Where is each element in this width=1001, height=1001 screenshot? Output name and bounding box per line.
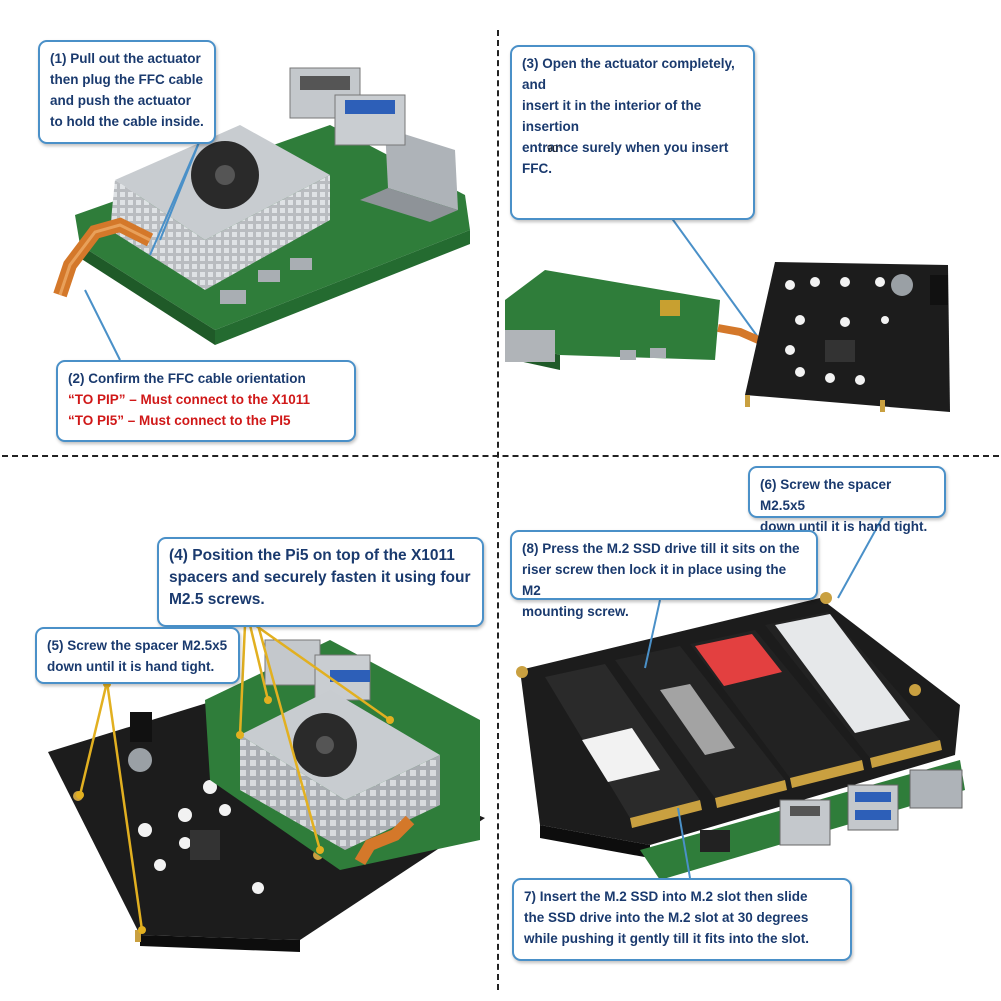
pi5-board-panel3 bbox=[505, 270, 720, 370]
step-1-line-4: to hold the cable inside. bbox=[50, 114, 204, 129]
pointer-line bbox=[149, 139, 201, 256]
step-5-line-1: (5) Screw the spacer M2.5x5 bbox=[47, 638, 228, 653]
callout-step-8: (8) Press the M.2 SSD drive till it sits… bbox=[510, 530, 818, 619]
callout-step-4: (4) Position the Pi5 on top of the X1011… bbox=[157, 537, 484, 627]
x1011-board-panel5 bbox=[48, 702, 485, 952]
step-1-line-1: (1) Pull out the actuator bbox=[50, 51, 201, 66]
step-6-line-1: (6) Screw the spacer M2.5x5 bbox=[760, 477, 892, 513]
step-7-line-2: the SSD drive into the M.2 slot at 30 de… bbox=[524, 910, 809, 925]
step-4-line-2: spacers and securely fasten it using fou… bbox=[169, 569, 471, 586]
step-2-line-2: “TO PIP” – Must connect to the X1011 bbox=[68, 392, 311, 407]
pi5-board-panel1 bbox=[53, 67, 470, 345]
ssd-drive-4 bbox=[765, 612, 942, 768]
pointer-line bbox=[677, 807, 691, 879]
callout-step-7: 7) Insert the M.2 SSD into M.2 slot then… bbox=[512, 878, 852, 961]
step-5-line-2: down until it is hand tight. bbox=[47, 659, 215, 674]
step-3-line-3: entrance surely when you insert FFC. bbox=[522, 140, 729, 176]
callout-step-6: (6) Screw the spacer M2.5x5 down until i… bbox=[748, 466, 946, 534]
step-4-line-3: M2.5 screws. bbox=[169, 591, 265, 608]
step-8-line-1: (8) Press the M.2 SSD drive till it sits… bbox=[522, 541, 800, 556]
pointer-line bbox=[84, 289, 121, 361]
step-8-line-3: mounting screw. bbox=[522, 604, 629, 619]
step-1-line-2: then plug the FFC cable bbox=[50, 72, 204, 87]
pi5-board-panel4 bbox=[205, 639, 480, 870]
callout-step-3: (3) Open the actuator completely, and in… bbox=[510, 45, 755, 220]
step-7-line-1: 7) Insert the M.2 SSD into M.2 slot then… bbox=[524, 889, 808, 904]
step-3-line-1: (3) Open the actuator completely, and bbox=[522, 56, 735, 92]
pointer-lines-step5 bbox=[78, 681, 144, 931]
step-7-line-3: while pushing it gently till it fits int… bbox=[524, 931, 809, 946]
callout-step-1: (1) Pull out the actuator then plug the … bbox=[38, 40, 216, 144]
callout-step-5: (5) Screw the spacer M2.5x5 down until i… bbox=[35, 627, 240, 684]
pi5-ports-panel6 bbox=[640, 760, 965, 880]
callout-step-2: (2) Confirm the FFC cable orientation “T… bbox=[56, 360, 356, 442]
step-3-line-2: insert it in the interior of the inserti… bbox=[522, 98, 702, 134]
x1011-board-panel3 bbox=[745, 262, 950, 412]
ssd-drive-2 bbox=[615, 646, 787, 808]
vertical-divider bbox=[497, 30, 499, 990]
horizontal-divider bbox=[2, 455, 999, 457]
step-1-line-3: and push the actuator bbox=[50, 93, 192, 108]
step-8-line-2: riser screw then lock it in place using … bbox=[522, 562, 787, 598]
screw-markers-step4 bbox=[236, 696, 394, 854]
step-4-line-1: (4) Position the Pi5 on top of the X1011 bbox=[169, 547, 455, 564]
ssd-drive-1 bbox=[545, 664, 702, 828]
actuator-angle-label: 90° bbox=[547, 144, 563, 155]
ssd-drive-3 bbox=[690, 630, 864, 788]
pointer-line bbox=[644, 599, 661, 669]
pointer-line bbox=[837, 512, 886, 599]
step-2-line-3: “TO PI5” – Must connect to the PI5 bbox=[68, 413, 291, 428]
step-2-line-1: (2) Confirm the FFC cable orientation bbox=[68, 371, 306, 386]
pointer-lines-step4 bbox=[238, 623, 391, 851]
